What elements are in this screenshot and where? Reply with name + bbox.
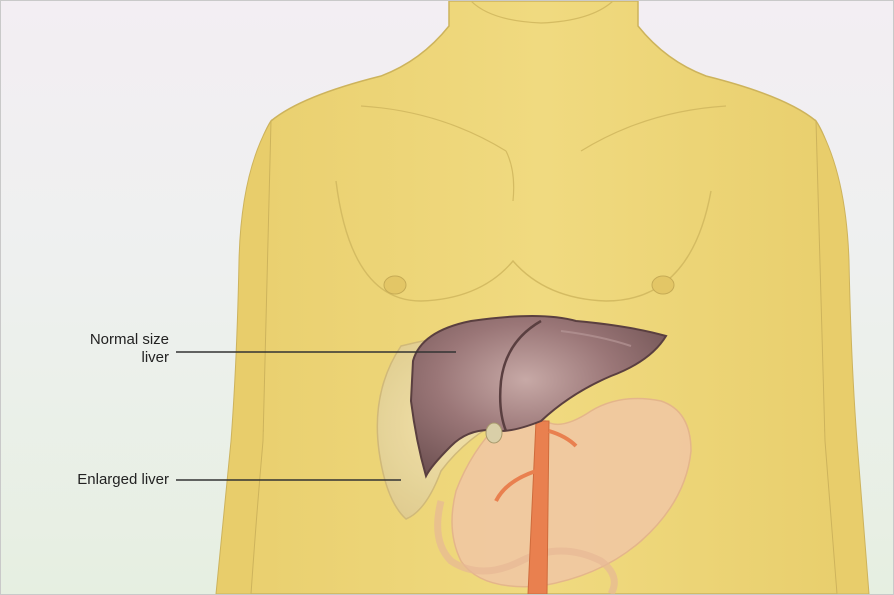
enlarged-liver-label: Enlarged liver xyxy=(11,471,169,489)
enlarged-liver-label-text: Enlarged liver xyxy=(11,471,169,489)
gallbladder xyxy=(486,423,502,443)
left-nipple xyxy=(384,276,406,294)
right-nipple xyxy=(652,276,674,294)
normal-size-liver-label-line1: Normal size xyxy=(21,331,169,349)
normal-size-liver-label: Normal size liver xyxy=(21,331,169,367)
normal-size-liver-label-line2: liver xyxy=(21,349,169,367)
